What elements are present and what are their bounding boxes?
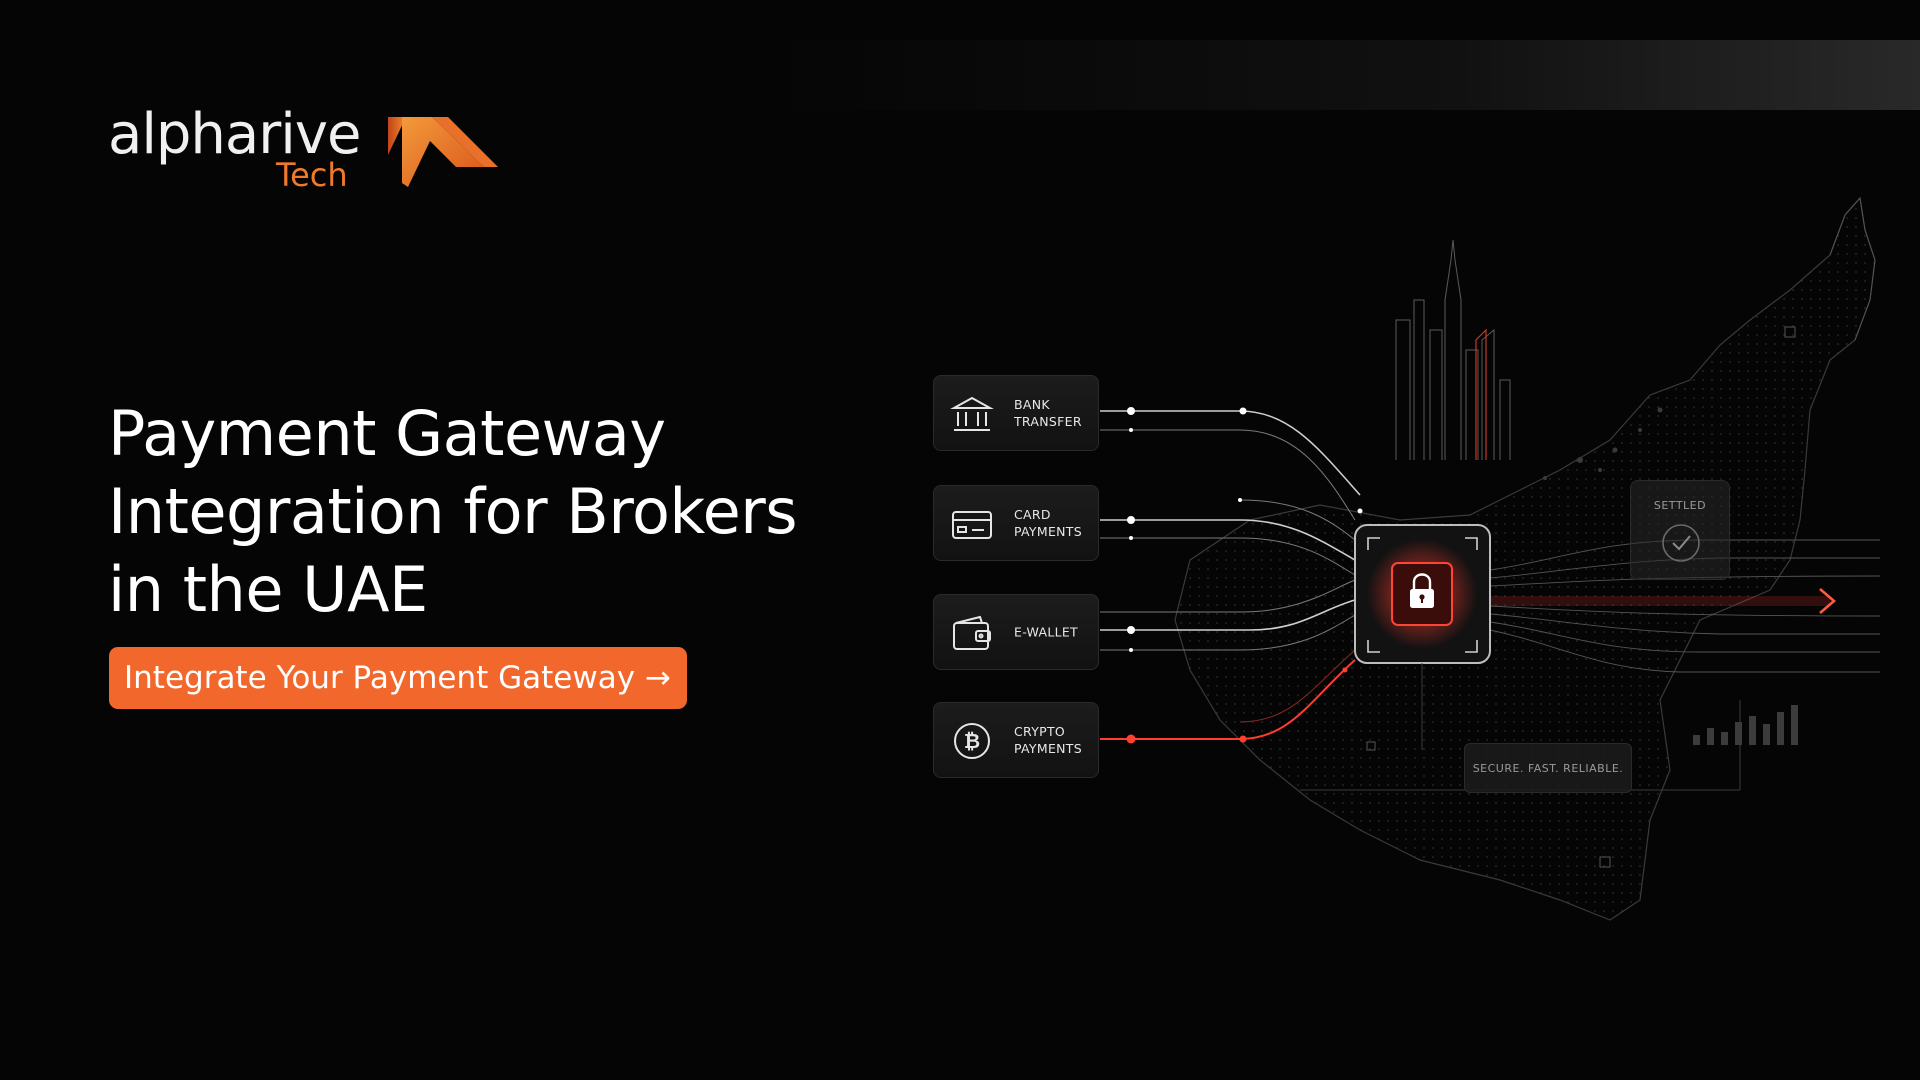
payment-method-label: E-WALLET [1014,624,1078,640]
gateway-illustration [1100,196,1881,921]
payment-method-label: CRYPTO PAYMENTS [1014,724,1082,756]
bank-icon [950,396,994,431]
brand-mark-icon [388,117,498,187]
brand-logo[interactable]: alpharive Tech [108,105,508,200]
payment-method-label: BANK TRANSFER [1014,397,1082,429]
background-glow [770,40,1920,110]
page-title: Payment Gateway Integration for Brokers … [108,395,868,629]
lock-icon [1412,573,1432,590]
brand-sub: Tech [276,156,348,194]
headline-line-3: in the UAE [108,553,428,626]
brand-name: alpharive [108,102,361,167]
settled-badge: SETTLED [1630,480,1730,580]
uae-map [1174,196,1876,921]
wallet-icon [953,615,991,650]
payment-method-e-wallet: E-WALLET [933,594,1099,670]
payment-method-bank-transfer: BANK TRANSFER [933,375,1099,451]
payment-method-label: CARD PAYMENTS [1014,507,1082,539]
headline-line-1: Payment Gateway [108,397,666,470]
integrate-gateway-button[interactable]: Integrate Your Payment Gateway → [109,647,687,709]
settled-label: SETTLED [1653,499,1707,512]
bitcoin-icon: ₿ [954,723,990,759]
payment-method-crypto: ₿ CRYPTO PAYMENTS [933,702,1099,778]
arrow-right-icon [1819,588,1836,614]
tagline-badge: SECURE. FAST. RELIABLE. [1464,743,1632,793]
check-icon [1662,524,1700,562]
headline-line-2: Integration for Brokers [108,475,798,548]
payment-method-card: CARD PAYMENTS [933,485,1099,561]
svg-text:₿: ₿ [964,729,980,753]
card-icon [952,511,992,539]
